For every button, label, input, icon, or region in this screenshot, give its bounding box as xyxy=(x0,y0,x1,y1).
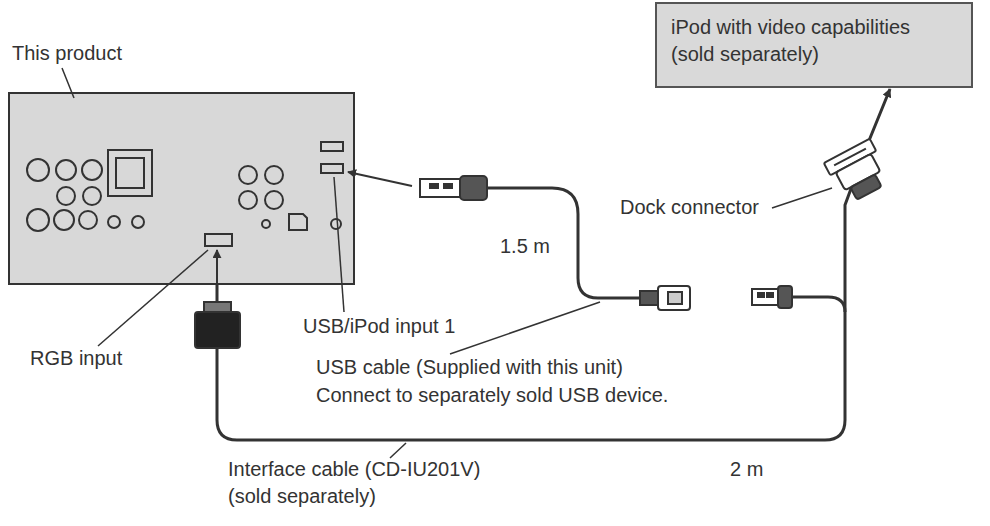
cable-note: Connect to separately sold USB device. xyxy=(316,382,668,409)
dock-connector xyxy=(824,139,892,206)
insert-arrow xyxy=(216,250,218,300)
ipod-box: iPod with video capabilities (sold separ… xyxy=(655,2,973,88)
dimension-label: 2 m xyxy=(730,456,763,483)
node-text: iPod with video capabilities (sold separ… xyxy=(671,14,957,68)
interface-usb-wire xyxy=(790,297,845,312)
panel-jacks xyxy=(27,142,343,246)
port-label: RGB input xyxy=(30,345,122,372)
usb-cable xyxy=(487,188,642,298)
usb-socket xyxy=(640,286,690,310)
cable-label: USB cable (Supplied with this unit) xyxy=(316,354,623,381)
insert-arrow xyxy=(348,172,412,186)
panel-fill xyxy=(8,92,355,285)
product-panel: This product xyxy=(8,92,355,285)
leader-lines xyxy=(62,68,832,458)
interface-usb-plug xyxy=(752,286,792,308)
node-text: This product xyxy=(12,40,122,67)
part-label: Dock connector xyxy=(620,194,759,221)
rgb-plug xyxy=(195,302,240,348)
cable-label: Interface cable (CD-IU201V) (sold separa… xyxy=(228,456,528,510)
port-label: USB/iPod input 1 xyxy=(303,313,455,340)
usb-plug xyxy=(420,176,487,200)
dimension-label: 1.5 m xyxy=(500,233,550,260)
